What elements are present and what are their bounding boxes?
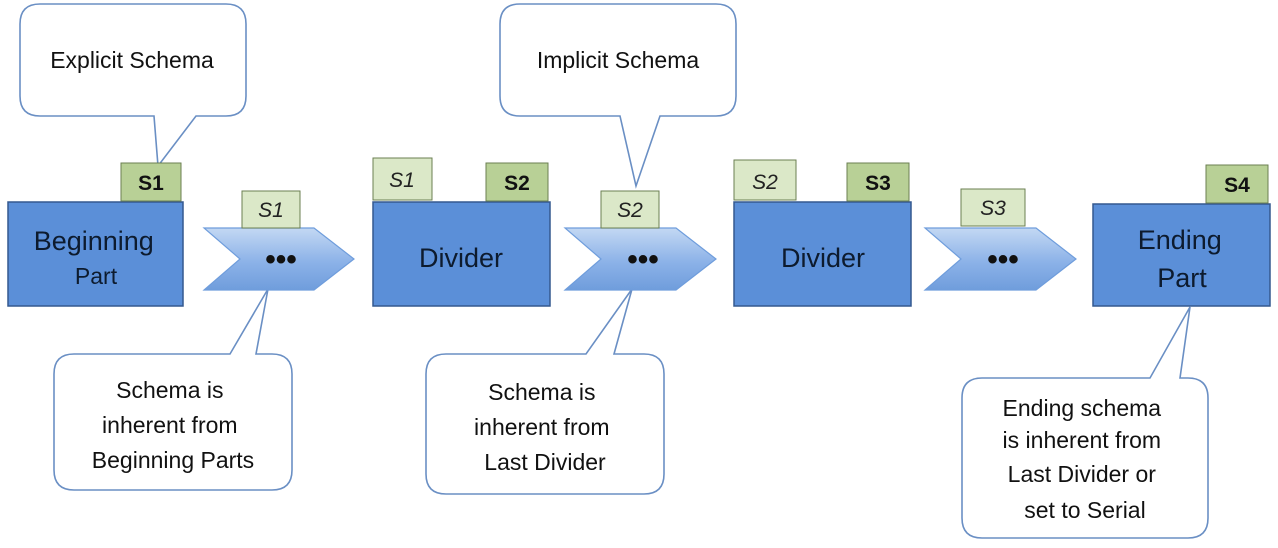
- chevron-pipe-3-dots: •••: [987, 243, 1019, 276]
- chevron-pipe-3: [923, 227, 1077, 291]
- schema-tag-s2-divider-out: [485, 162, 549, 202]
- ending-part-label: Ending Part: [1138, 225, 1227, 293]
- schema-tag-s1-explicit-label: S1: [138, 172, 164, 195]
- callout-explicit-schema: [19, 3, 247, 169]
- chevron-pipe-2-dots: •••: [627, 243, 659, 276]
- callout-implicit-schema: [499, 3, 737, 189]
- schema-tag-s4-ending-label: S4: [1224, 174, 1250, 197]
- callout-implicit-schema-text: Implicit Schema: [537, 47, 700, 73]
- schema-tag-s2-divider-in: [733, 159, 797, 201]
- schema-tag-s1-explicit: [120, 162, 182, 202]
- callout-inherit-divider: [425, 288, 665, 495]
- callout-inherit-divider-text: Schema is inherent from Last Divider: [474, 379, 616, 475]
- schema-tag-s3-pipe-label: S3: [980, 197, 1006, 220]
- beginning-part-box: [7, 201, 184, 307]
- divider-1-box: [372, 201, 551, 307]
- schema-tag-s1-pipe: [241, 190, 301, 229]
- chevron-pipe-1: [202, 227, 355, 291]
- beginning-part-label: Beginning Part: [34, 226, 159, 289]
- schema-tag-s3-divider-out: [846, 162, 910, 202]
- schema-tag-s1-divider-in: [372, 157, 433, 201]
- schema-tag-s2-divider-in-label: S2: [752, 171, 778, 194]
- chevron-pipe-1-dots: •••: [265, 243, 297, 276]
- schema-tag-s1-pipe-label: S1: [258, 199, 284, 222]
- callout-inherit-beginning-text: Schema is inherent from Beginning Parts: [92, 377, 254, 473]
- schema-tag-s4-ending: [1205, 164, 1269, 204]
- schema-tag-s2-pipe: [600, 190, 660, 229]
- schema-tag-s3-divider-out-label: S3: [865, 172, 891, 195]
- callout-ending-schema-text: Ending schema is inherent from Last Divi…: [1003, 395, 1168, 523]
- schema-tag-s2-divider-out-label: S2: [504, 172, 530, 195]
- schema-tag-s1-divider-in-label: S1: [389, 169, 415, 192]
- schema-tag-s3-pipe: [960, 188, 1026, 227]
- callout-inherit-beginning: [53, 288, 293, 491]
- ending-part-box: [1092, 203, 1271, 307]
- divider-1-label: Divider: [419, 243, 503, 273]
- schema-tag-s2-pipe-label: S2: [617, 199, 643, 222]
- divider-2-label: Divider: [781, 243, 865, 273]
- divider-2-box: [733, 201, 912, 307]
- chevron-pipe-2: [563, 227, 717, 291]
- callout-ending-schema: [961, 306, 1209, 539]
- callout-explicit-schema-text: Explicit Schema: [50, 47, 214, 73]
